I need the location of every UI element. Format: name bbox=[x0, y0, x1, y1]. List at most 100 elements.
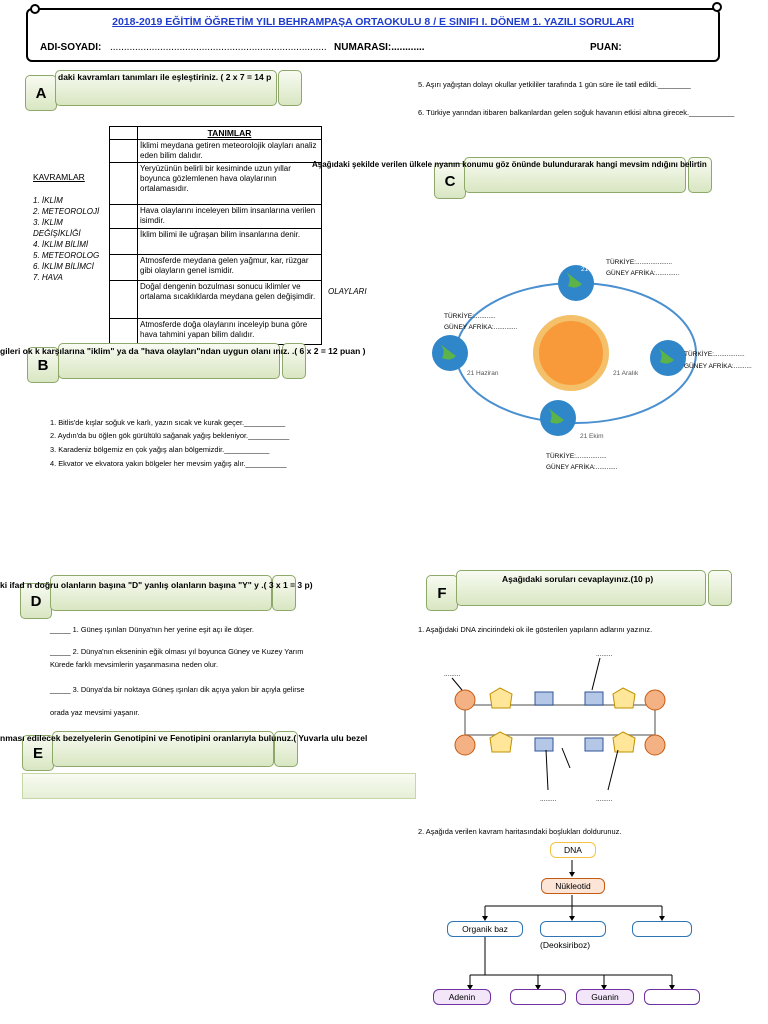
f-question-1: 1. Aşağıdaki DNA zincirindeki ok ile gös… bbox=[418, 625, 653, 634]
guney-blank-right[interactable]: GÜNEY AFRİKA:.......... bbox=[684, 363, 752, 370]
definition-cell: Hava olaylarını inceleyen bilim insanlar… bbox=[137, 204, 322, 229]
map-node-dna: DNA bbox=[550, 842, 596, 858]
turkiye-blank-left[interactable]: TÜRKİYE:............ bbox=[444, 313, 496, 320]
b-item-4: 4. Ekvator ve ekvatora yakın bölgeler he… bbox=[50, 459, 287, 468]
number-label[interactable]: NUMARASI:............ bbox=[334, 42, 425, 53]
section-d-banner-end bbox=[272, 575, 296, 611]
section-a-banner bbox=[55, 70, 277, 106]
section-e-answer-area[interactable] bbox=[22, 773, 416, 799]
map-node-blank-4[interactable] bbox=[644, 989, 700, 1005]
base-icon bbox=[534, 737, 554, 752]
date-label: 21 Mart bbox=[581, 266, 604, 273]
answer-cell[interactable] bbox=[109, 318, 138, 345]
section-b-instruction: gileri ok k karşılarına "iklim" ya da "h… bbox=[0, 346, 366, 356]
concept-item: 3. İKLİM bbox=[33, 218, 63, 227]
definitions-table: TANIMLAR İklimi meydana getiren meteorol… bbox=[109, 126, 322, 345]
section-b-badge: B bbox=[27, 347, 59, 383]
section-c-banner-end bbox=[688, 157, 712, 193]
turkiye-blank-top[interactable]: TÜRKİYE:.................... bbox=[606, 259, 673, 266]
d-item-3-cont: orada yaz mevsimi yaşanır. bbox=[50, 708, 140, 717]
b-item-2: 2. Aydın'da bu öğlen gök gürültülü sağan… bbox=[50, 431, 290, 440]
concept-map-lines bbox=[467, 860, 675, 990]
olaylari-label: OLAYLARI bbox=[328, 287, 367, 296]
map-node-blank-middle[interactable] bbox=[540, 921, 606, 937]
answer-cell[interactable] bbox=[109, 280, 138, 319]
section-d-badge: D bbox=[20, 583, 52, 619]
section-b-banner-end bbox=[282, 343, 306, 379]
definition-cell: İklimi meydana getiren meteorolojik olay… bbox=[137, 139, 322, 163]
earth-orbit-diagram bbox=[432, 265, 697, 436]
b-item-3: 3. Karadeniz bölgemiz en çok yağış alan … bbox=[50, 445, 270, 454]
concept-item: 1. İKLİM bbox=[33, 196, 63, 205]
d-item-2-cont: Kürede farklı mevsimlerin yaşanmasına ne… bbox=[50, 660, 219, 669]
map-note-deoksiriboz: (Deoksiriboz) bbox=[540, 940, 591, 950]
section-a-badge: A bbox=[25, 75, 57, 111]
section-f-instruction: Aşağıdaki soruları cevaplayınız.(10 p) bbox=[502, 574, 654, 584]
land-mass bbox=[548, 408, 564, 424]
section-c-instruction: Aşağıdaki şekilde verilen ülkele nyanın … bbox=[312, 160, 707, 169]
d-item-1: _____ 1. Güneş ışınları Dünya'nın her ye… bbox=[50, 625, 254, 634]
phosphate-icon bbox=[644, 689, 666, 711]
dna-blank-3[interactable]: ......... bbox=[540, 796, 557, 803]
section-c-banner bbox=[464, 157, 686, 193]
answer-cell[interactable] bbox=[109, 254, 138, 281]
section-f-badge: F bbox=[426, 575, 458, 611]
base-icon bbox=[584, 737, 604, 752]
dna-blank-2[interactable]: ......... bbox=[596, 651, 613, 658]
turkiye-blank-right[interactable]: TÜRKİYE:................. bbox=[684, 351, 745, 358]
map-node-organik-baz: Organik baz bbox=[447, 921, 523, 937]
land-mass bbox=[658, 348, 674, 364]
map-node-nukleotid: Nükleotid bbox=[541, 878, 605, 894]
name-label: ADI-SOYADI: bbox=[40, 42, 102, 53]
map-node-blank-2[interactable] bbox=[510, 989, 566, 1005]
dna-blank-1[interactable]: ......... bbox=[444, 671, 461, 678]
definition-cell: Atmosferde meydana gelen yağmur, kar, rü… bbox=[137, 254, 322, 281]
dna-chain-diagram bbox=[451, 657, 666, 791]
sun-icon bbox=[533, 315, 609, 391]
concept-item: 7. HAVA bbox=[33, 273, 63, 282]
b-item-5: 5. Aşırı yağıştan dolayı okullar yetkili… bbox=[418, 80, 691, 89]
name-field[interactable]: ........................................… bbox=[110, 42, 327, 53]
map-node-guanin: Guanin bbox=[576, 989, 634, 1005]
concept-list: KAVRAMLAR 1. İKLİM 2. METEOROLOJİ 3. İKL… bbox=[33, 172, 99, 283]
section-e-banner bbox=[52, 731, 274, 767]
scroll-curl-right bbox=[712, 2, 722, 12]
section-b-banner bbox=[58, 343, 280, 379]
answer-cell[interactable] bbox=[109, 204, 138, 229]
b-item-6: 6. Türkiye yarından itibaren balkanlarda… bbox=[418, 108, 735, 117]
date-label: 21 Aralık bbox=[613, 370, 639, 377]
table-header: TANIMLAR bbox=[137, 126, 322, 140]
date-label: 21 Haziran bbox=[467, 370, 499, 377]
concepts-title: KAVRAMLAR bbox=[33, 172, 85, 182]
phosphate-icon bbox=[644, 734, 666, 756]
guney-blank-top[interactable]: GÜNEY AFRİKA:............. bbox=[606, 270, 680, 277]
answer-cell[interactable] bbox=[109, 139, 138, 163]
phosphate-icon bbox=[454, 689, 476, 711]
map-node-blank-right[interactable] bbox=[632, 921, 692, 937]
section-e-instruction: nması edilecek bezelyelerin Genotipini v… bbox=[0, 733, 368, 743]
map-node-adenin: Adenin bbox=[433, 989, 491, 1005]
land-mass bbox=[566, 272, 582, 288]
score-label[interactable]: PUAN: bbox=[590, 42, 622, 53]
turkiye-blank-bottom[interactable]: TÜRKİYE:................. bbox=[546, 453, 607, 460]
definition-cell: Doğal dengenin bozulması sonucu iklimler… bbox=[137, 280, 322, 319]
guney-blank-bottom[interactable]: GÜNEY AFRİKA:............ bbox=[546, 464, 618, 471]
base-icon bbox=[584, 691, 604, 706]
d-item-3: _____ 3. Dünya'da bir noktaya Güneş ışın… bbox=[50, 685, 305, 694]
sugar-icon bbox=[612, 731, 636, 753]
b-item-1: 1. Bitlis'de kışlar soğuk ve karlı, yazı… bbox=[50, 418, 286, 427]
section-e-banner-end bbox=[274, 731, 298, 767]
date-label: 21 Ekim bbox=[580, 433, 604, 440]
dna-blank-4[interactable]: ......... bbox=[596, 796, 613, 803]
answer-cell[interactable] bbox=[109, 228, 138, 255]
concept-item: 5. METEOROLOG bbox=[33, 251, 100, 260]
guney-blank-left[interactable]: GÜNEY AFRİKA:............. bbox=[444, 324, 518, 331]
answer-cell[interactable] bbox=[109, 162, 138, 205]
arrow-line bbox=[451, 677, 463, 691]
land-mass bbox=[440, 344, 456, 360]
section-a-banner-end bbox=[278, 70, 302, 106]
concept-item: 2. METEOROLOJİ bbox=[33, 207, 100, 216]
concept-item: 6. İKLİM BİLİMCİ bbox=[33, 262, 94, 271]
sugar-icon bbox=[489, 731, 513, 753]
section-d-instruction: ki ifad n doğru olanların başına "D" yan… bbox=[0, 580, 313, 590]
